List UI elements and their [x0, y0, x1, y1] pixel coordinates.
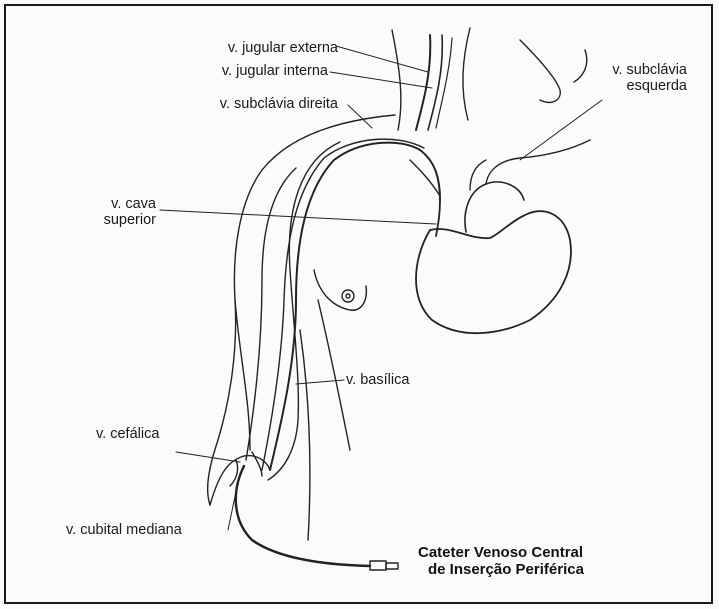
jugular-vein-1: [416, 35, 430, 130]
leader-subclavia-direita: [348, 105, 372, 128]
label-subclavia-esquerda: v. subclávia esquerda: [565, 62, 687, 94]
catheter-hub: [370, 561, 386, 570]
catheter-connector: [386, 563, 398, 569]
chest-curve: [410, 160, 440, 196]
caption: Cateter Venoso Central de Inserção Perif…: [418, 544, 584, 578]
elbow-detail: [230, 460, 238, 486]
basilic-vein: [270, 143, 440, 470]
label-basilica: v. basílica: [346, 372, 409, 388]
leader-jugular-interna: [330, 72, 432, 88]
label-subclavia-direita: v. subclávia direita: [176, 96, 338, 112]
nipple: [342, 290, 354, 302]
label-subclavia-esquerda-line2: esquerda: [565, 78, 687, 94]
heart-outline: [416, 211, 571, 333]
hand-outline: [210, 456, 270, 505]
label-subclavia-esquerda-line1: v. subclávia: [565, 62, 687, 78]
leader-cava: [160, 210, 436, 224]
label-cava-line1: v. cava: [60, 196, 156, 212]
cephalic-vein: [246, 168, 296, 460]
aorta-arch: [465, 182, 524, 232]
label-jugular-interna: v. jugular interna: [168, 63, 328, 79]
vena-cava: [436, 200, 440, 236]
label-cefalica: v. cefálica: [96, 426, 159, 442]
leader-cefalica: [176, 452, 240, 462]
leader-jugular-externa: [336, 46, 428, 72]
neck-outline-2: [463, 28, 470, 120]
label-cava-line2: superior: [60, 212, 156, 228]
jaw-outline: [520, 40, 560, 102]
label-jugular-externa: v. jugular externa: [188, 40, 338, 56]
basilic-vein-2: [262, 139, 424, 470]
label-cava-superior: v. cava superior: [60, 196, 156, 228]
areola: [346, 294, 350, 298]
caption-line2: de Inserção Periférica: [418, 561, 584, 578]
torso-outline: [300, 330, 310, 540]
caption-line1: Cateter Venoso Central: [418, 544, 584, 561]
catheter-tube: [236, 466, 370, 566]
label-cubital-mediana: v. cubital mediana: [66, 522, 182, 538]
breast-outline: [314, 270, 366, 310]
forearm-outline: [235, 300, 250, 450]
elbow-detail-2: [252, 452, 262, 476]
